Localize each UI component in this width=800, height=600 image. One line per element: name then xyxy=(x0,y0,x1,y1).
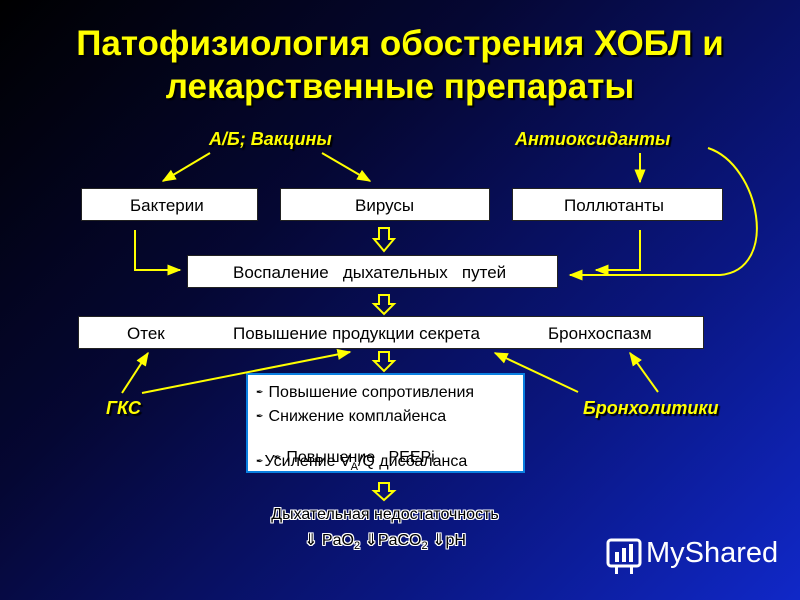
effect-item-4: ✒Усиление VA/Q дисбаланса xyxy=(256,453,467,473)
pao2-sub: 2 xyxy=(353,540,361,553)
bullet-icon: ✒ xyxy=(273,452,282,462)
paco2-label: PaCO xyxy=(377,532,422,549)
inflammation-label: Воспаление дыхательных путей xyxy=(233,263,507,282)
box-symptoms: Отек Повышение продукции секрета Бронхос… xyxy=(78,316,704,349)
label-gks: ГКС xyxy=(106,398,141,418)
secretion-label: Повышение продукции секрета xyxy=(233,324,480,343)
effect-text-4a: Усиление V xyxy=(264,453,351,470)
arrow-bronchodilators-to-secretion xyxy=(493,352,579,393)
bullet-icon: ✒ xyxy=(256,456,264,466)
title-line-1: Патофизиология обострения ХОБЛ и xyxy=(76,24,724,63)
watermark-text: MyShared xyxy=(646,537,779,569)
block-arrow-3 xyxy=(371,351,397,373)
arrow-pollutants-to-inflammation xyxy=(594,230,641,276)
down-arrow-icon: ⇓ xyxy=(304,532,318,549)
box-pollutants: Поллютанты xyxy=(512,188,723,221)
block-arrow-4 xyxy=(371,482,397,502)
box-inflammation: Воспаление дыхательных путей xyxy=(187,255,558,288)
arrow-antiox-to-inflammation xyxy=(568,147,758,281)
outcome-line-1: Дыхательная недостаточность xyxy=(271,506,499,523)
bullet-icon: ✒ xyxy=(256,387,264,397)
label-bronchodilators: Бронхолитики xyxy=(583,398,719,418)
pollutants-label: Поллютанты xyxy=(564,196,664,215)
title-line-2: лекарственные препараты xyxy=(165,67,635,106)
arrow-bronchodilators-to-bronchospasm xyxy=(629,351,659,393)
effect-text-4-sub: A xyxy=(350,461,358,474)
edema-label: Отек xyxy=(127,324,165,343)
effect-item-1: ✒ Повышение сопротивления xyxy=(256,384,474,402)
box-viruses: Вирусы xyxy=(280,188,490,221)
arrow-gks-to-secretion xyxy=(141,348,352,394)
effect-text-2: Снижение комплайенса xyxy=(268,408,447,425)
down-arrow-icon: ⇓ xyxy=(364,532,378,549)
arrow-ab-to-bacteria xyxy=(161,152,211,182)
pao2-label: PaO xyxy=(321,532,354,549)
block-arrow-2 xyxy=(371,294,397,316)
arrow-ab-to-viruses xyxy=(321,152,372,182)
arrow-gks-to-edema xyxy=(121,351,149,394)
paco2-sub: 2 xyxy=(421,540,428,553)
label-ab-vaccines: А/Б; Вакцины xyxy=(209,129,332,149)
arrow-bacteria-to-inflammation xyxy=(134,230,182,276)
down-arrow-icon: ⇓ xyxy=(432,532,446,549)
bullet-icon: ✒ xyxy=(256,411,264,421)
effect-text-4b: /Q дисбаланса xyxy=(357,453,468,470)
bronchospasm-label: Бронхоспазм xyxy=(548,324,652,343)
effect-item-3: ✒ Повышение PEEPi xyxy=(256,431,435,485)
box-bacteria: Бактерии xyxy=(81,188,258,221)
ph-label: pH xyxy=(445,532,466,549)
outcome-line-2: ⇓ PaO2 ⇓PaCO2 ⇓pH xyxy=(0,530,770,552)
slide-title: Патофизиология обострения ХОБЛ и лекарст… xyxy=(0,22,800,108)
effect-text-3: Повышение PEEPi xyxy=(286,449,435,466)
logo-icon xyxy=(606,538,642,574)
bacteria-label: Бактерии xyxy=(130,196,204,215)
block-arrow-1 xyxy=(371,227,397,253)
effect-item-2: ✒ Снижение комплайенса xyxy=(256,408,446,426)
effects-box: ✒ Повышение сопротивления ✒ Снижение компл… xyxy=(246,373,525,473)
label-antioxidants: Антиоксиданты xyxy=(515,129,671,149)
effect-text-1: Повышение сопротивления xyxy=(268,384,475,401)
viruses-label: Вирусы xyxy=(355,196,415,215)
